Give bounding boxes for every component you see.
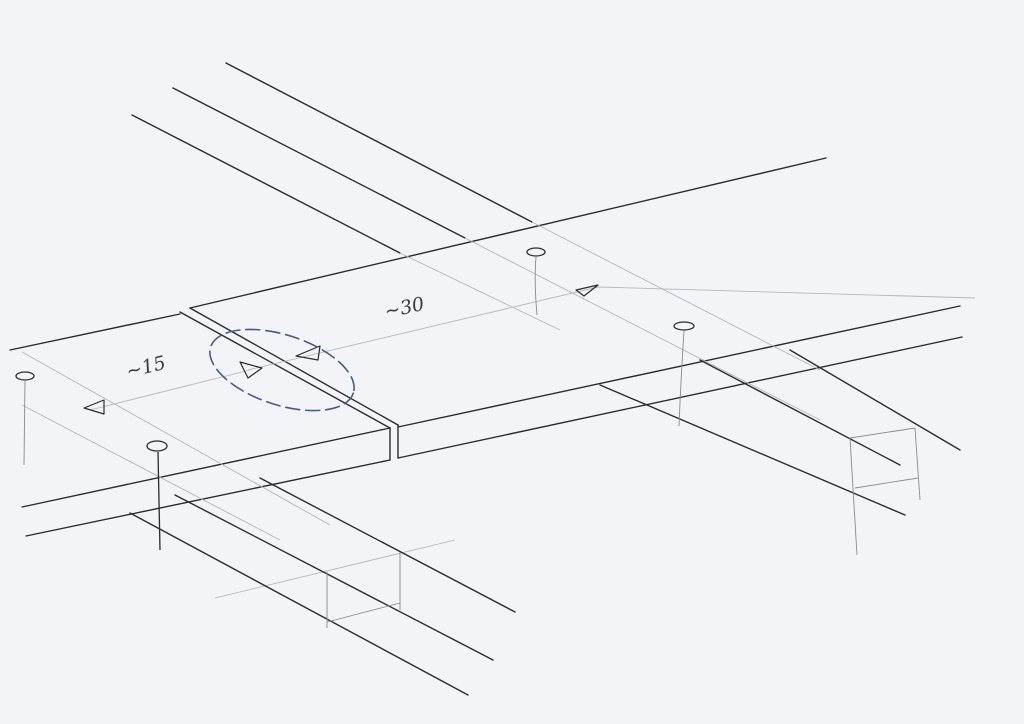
support-right-base [854, 477, 919, 489]
support-left-base [326, 602, 401, 623]
fastener-far-left [15, 371, 35, 466]
support-right-top [849, 427, 916, 439]
nail-head-icon [146, 440, 168, 452]
nail-head-icon [673, 321, 695, 331]
arrow-right-icon [575, 284, 599, 297]
board-front-edge-lower [25, 459, 391, 537]
board-seam-right [189, 307, 399, 426]
seam-highlight [209, 328, 355, 412]
fastener-center [526, 247, 546, 316]
lower-right-rail-1 [599, 384, 906, 516]
guide-right-1 [399, 252, 561, 331]
board-top-edge-right [189, 157, 827, 309]
upper-rail-2 [172, 87, 466, 239]
lower-right-rails [599, 349, 961, 516]
fasteners [15, 247, 695, 551]
board-front-edge-upper [21, 427, 391, 508]
lower-left-rail-3 [259, 477, 516, 613]
arrow-mid-icon [295, 345, 321, 361]
dimension-guide-long [247, 286, 599, 371]
upper-rails [131, 62, 533, 254]
guide-lower-box [214, 539, 456, 599]
lower-left-support [326, 552, 401, 628]
lower-left-rails [129, 477, 516, 696]
lower-left-rail-2 [174, 494, 494, 661]
drop-line [534, 256, 538, 316]
dimension-arrows [83, 284, 599, 415]
arrow-center-icon [239, 361, 263, 379]
support-right-post-2 [914, 427, 921, 501]
arrow-left-icon [83, 399, 105, 415]
fastener-right [673, 321, 695, 427]
guide-left-back [21, 351, 331, 526]
fastener-left [146, 440, 168, 551]
dashed-ellipse [209, 328, 355, 412]
board-front-edge-upper-right [397, 305, 961, 428]
guide-far-right [597, 286, 976, 299]
drop-line [157, 451, 161, 551]
board-seam-left [179, 311, 391, 429]
support-right-post-1 [849, 437, 858, 556]
drop-line [678, 330, 685, 427]
upper-rail-1 [225, 62, 533, 223]
guide-right-2 [531, 221, 821, 371]
guide-right-3 [464, 237, 821, 421]
lower-right-support [849, 427, 921, 556]
drop-line [23, 379, 26, 466]
lower-right-rail-2 [699, 359, 901, 466]
main-board [9, 157, 963, 537]
upper-rail-3 [131, 114, 401, 254]
lower-right-rail-3 [789, 349, 961, 451]
guide-left-front [21, 404, 281, 541]
nail-head-icon [526, 247, 546, 257]
lower-left-rail-1 [129, 512, 469, 696]
board-top-edge-left [9, 313, 181, 351]
